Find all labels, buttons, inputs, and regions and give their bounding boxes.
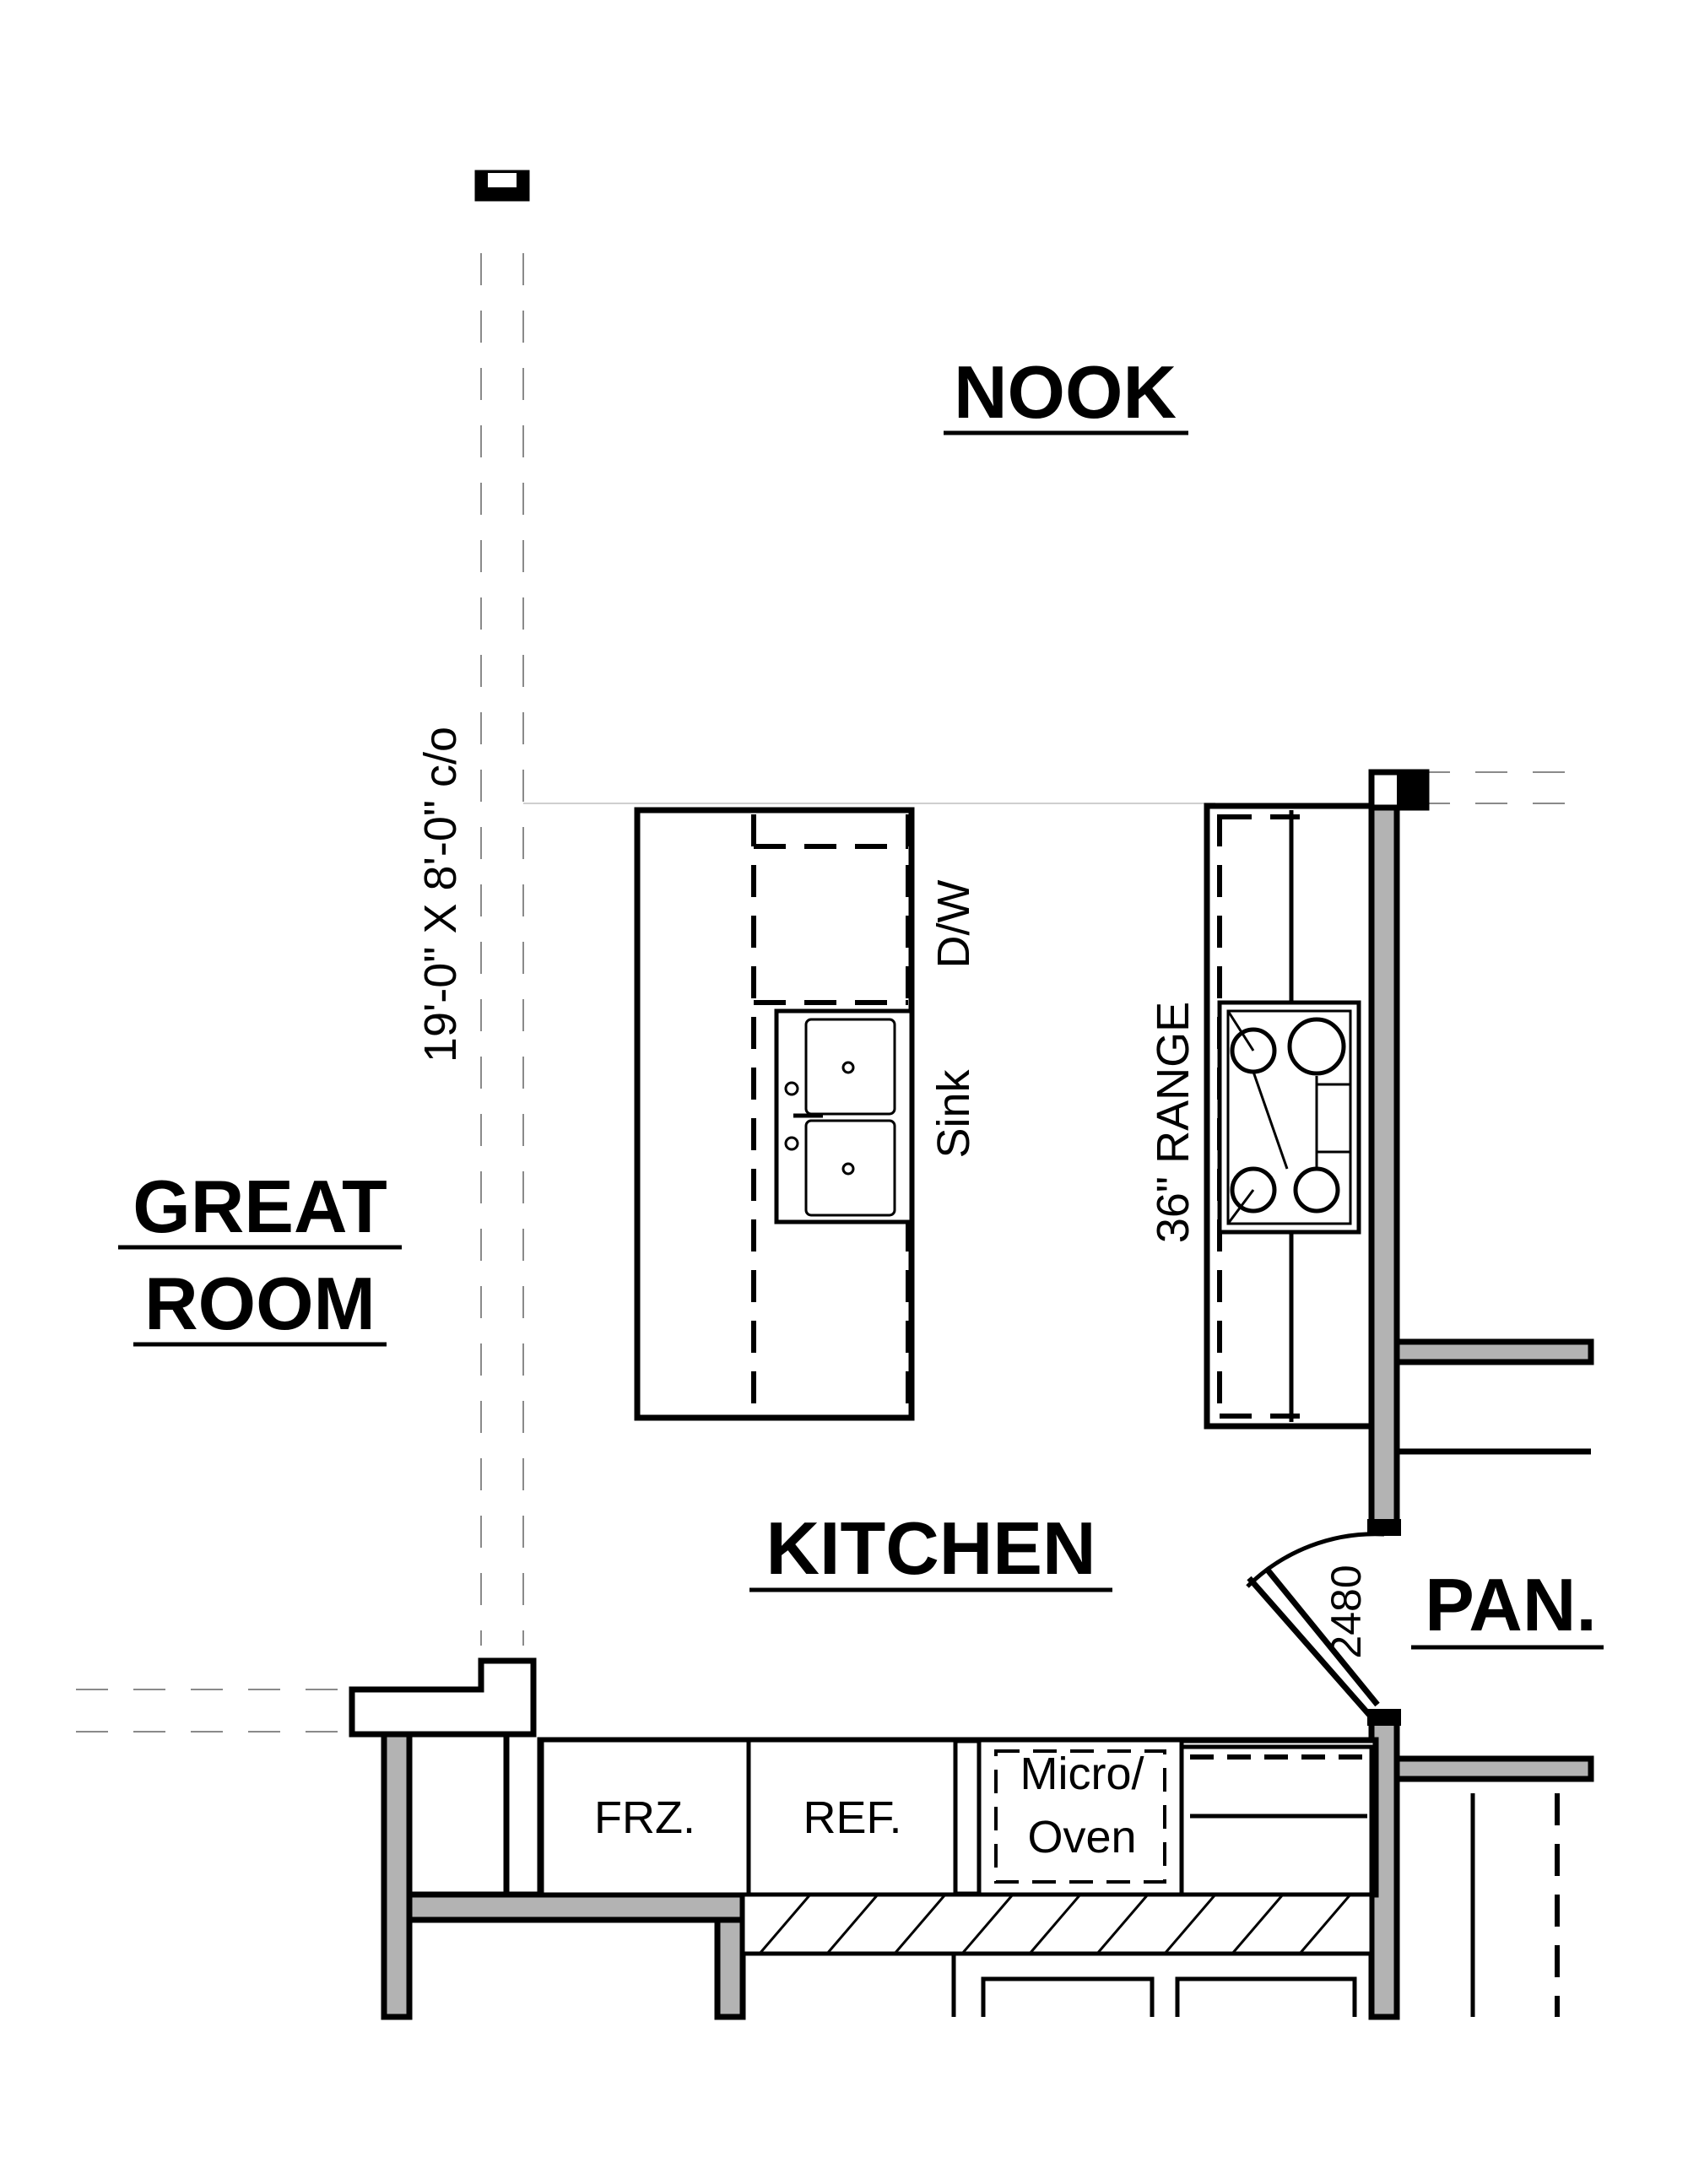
corner-cabinet — [1179, 1744, 1374, 1897]
refrigerator-label: REF. — [803, 1792, 901, 1843]
right-wall — [1367, 769, 1430, 2020]
range-label: 36" RANGE — [1148, 1002, 1198, 1243]
room-label-nook: NOOK — [954, 350, 1177, 434]
ceiling-dimension-label: 19'-0" X 8'-0" c/o — [415, 727, 466, 1062]
micro-oven-label-1: Micro/ — [1020, 1749, 1144, 1799]
left-lower-walls — [349, 1657, 746, 2020]
room-label-kitchen: KITCHEN — [766, 1506, 1096, 1590]
room-label-great-room-2: ROOM — [144, 1262, 376, 1345]
pantry-walls — [1393, 1338, 1594, 2017]
room-label-great-room-1: GREAT — [133, 1165, 387, 1248]
freezer-label: FRZ. — [594, 1792, 695, 1843]
sink-label: Sink — [928, 1068, 979, 1158]
door-size-label: 2480 — [1323, 1565, 1370, 1658]
range-cooktop[interactable] — [1217, 1000, 1361, 1235]
dishwasher-label: D/W — [928, 879, 979, 968]
room-label-pantry: PAN. — [1425, 1563, 1597, 1646]
refrigerator[interactable] — [746, 1738, 958, 1897]
pantry-door[interactable] — [1246, 1532, 1385, 1720]
beam-guide-lines — [76, 253, 1587, 1733]
micro-oven-label-2: Oven — [1027, 1812, 1136, 1862]
micro-oven[interactable] — [977, 1738, 1184, 1897]
double-sink[interactable] — [774, 1008, 914, 1224]
beam-end-top-notch — [488, 173, 517, 187]
